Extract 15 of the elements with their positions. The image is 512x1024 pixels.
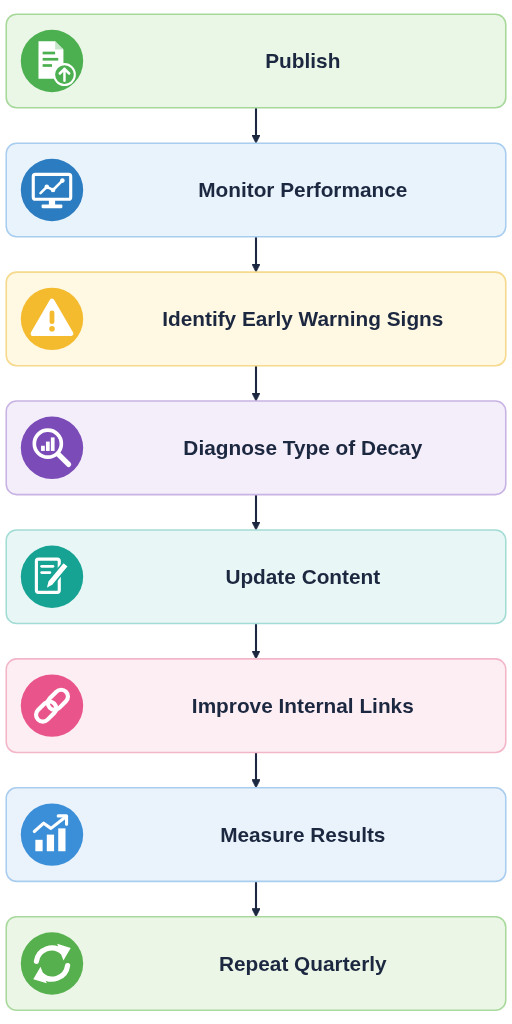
step-label: Diagnose Type of Decay	[183, 435, 423, 461]
arrow	[251, 236, 261, 273]
arrow	[251, 881, 261, 917]
arrow	[251, 365, 261, 402]
step-label: Update Content	[225, 564, 381, 590]
step-label: Repeat Quarterly	[219, 950, 387, 977]
step-label: Publish	[265, 48, 341, 75]
step-label: Identify Early Warning Signs	[162, 306, 444, 333]
arrow	[251, 494, 261, 531]
step-label: Monitor Performance	[198, 177, 408, 204]
arrow	[251, 752, 261, 788]
arrow	[251, 107, 261, 144]
step-label: Improve Internal Links	[191, 692, 414, 719]
step-label: Measure Results	[220, 821, 386, 848]
arrow	[251, 623, 261, 659]
